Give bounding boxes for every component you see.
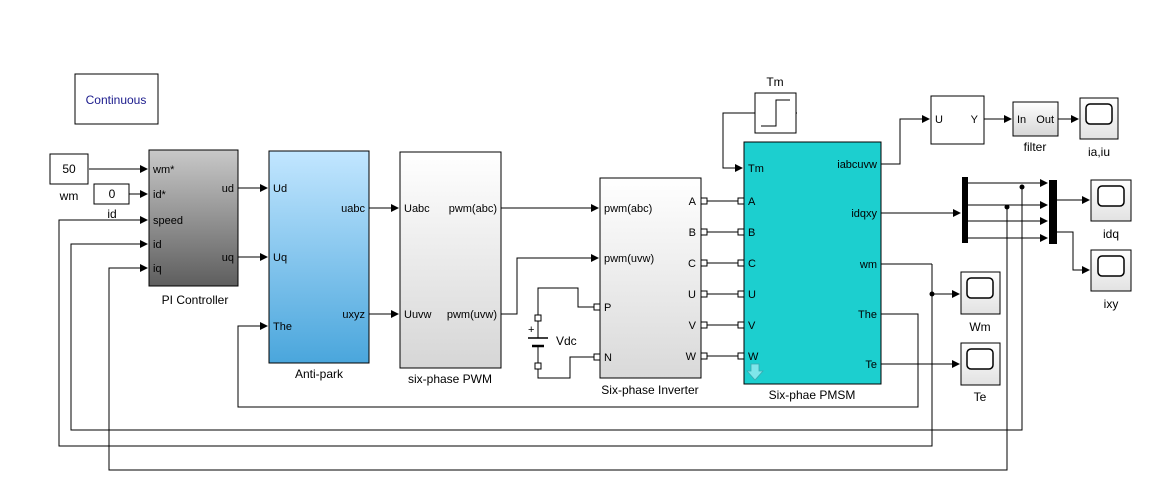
wire-speed-feedback[interactable] — [58, 216, 933, 447]
wire-iabcuvw[interactable] — [881, 115, 930, 165]
antipark-port-ud: Ud — [273, 183, 287, 195]
inverter-port-b: B — [689, 227, 696, 239]
pmsm-port-v: V — [748, 320, 756, 332]
wire-id-feedback[interactable] — [70, 187, 1023, 431]
constant-id-value: 0 — [109, 187, 116, 201]
scope-te[interactable]: Te — [960, 342, 1001, 404]
dc-source-block[interactable]: + Vdc — [528, 314, 577, 370]
filter-port-out: Out — [1036, 114, 1054, 126]
antipark-port-the: The — [273, 321, 292, 333]
pmsm-port-tm: Tm — [748, 163, 764, 175]
scope-ia-iu-label: ia,iu — [1088, 145, 1110, 159]
pi-port-wm-ref: wm* — [152, 164, 175, 176]
wire-mux-ixy[interactable] — [1057, 231, 1090, 274]
pwm-port-pwm-uvw: pwm(uvw) — [447, 309, 497, 321]
dc-source-label: Vdc — [556, 334, 577, 348]
dc-plus-sign: + — [528, 324, 534, 336]
wire-pwm-uvw[interactable] — [501, 254, 599, 315]
pmsm-port-the: The — [858, 309, 877, 321]
inverter-port-u: U — [688, 289, 696, 301]
inverter-port-pwm-uvw: pwm(uvw) — [604, 253, 654, 265]
constant-wm-block[interactable]: 50 wm — [49, 153, 89, 203]
inverter-title: Six-phase Inverter — [601, 383, 698, 397]
pmsm-connection-ports — [737, 197, 745, 360]
pi-port-iq: iq — [153, 263, 162, 275]
pwm-block[interactable]: Uabc Uuvw pwm(abc) pwm(uvw) six-phase PW… — [399, 151, 502, 386]
filter-title: filter — [1024, 140, 1047, 154]
pmsm-port-c: C — [748, 258, 756, 270]
pmsm-port-b: B — [748, 227, 755, 239]
anti-park-block[interactable]: Ud Uq The uabc uxyz Anti-park — [268, 150, 370, 381]
constant-id-label: id — [107, 207, 116, 221]
inverter-block[interactable]: pwm(abc) pwm(uvw) P N A B C U V W Six-ph… — [593, 177, 708, 397]
inverter-port-pwm-abc: pwm(abc) — [604, 203, 652, 215]
inverter-port-v: V — [689, 320, 697, 332]
selector-port-y: Y — [971, 114, 979, 126]
pi-port-uq: uq — [222, 252, 234, 264]
scope-wm-label: Wm — [969, 320, 990, 334]
pmsm-port-wm: wm — [859, 259, 877, 271]
down-arrow-icon — [746, 363, 764, 381]
scope-wm[interactable]: Wm — [960, 271, 1001, 334]
constant-wm-label: wm — [59, 189, 79, 203]
inverter-port-a: A — [689, 196, 697, 208]
selector-block[interactable]: U Y — [930, 95, 985, 145]
scope-ixy-label: ixy — [1104, 297, 1119, 311]
pi-port-speed: speed — [153, 215, 183, 227]
pi-controller-title: PI Controller — [162, 293, 229, 307]
pwm-port-pwm-abc: pwm(abc) — [449, 203, 497, 215]
scope-ia-iu[interactable]: ia,iu — [1079, 97, 1119, 159]
phase-wires[interactable] — [707, 200, 739, 357]
pi-controller-block[interactable]: wm* id* speed id iq ud uq PI Controller — [148, 149, 239, 307]
inverter-port-n: N — [604, 352, 612, 364]
pi-port-id-ref: id* — [153, 189, 167, 201]
inverter-connection-ports — [700, 197, 708, 360]
filter-port-in: In — [1017, 114, 1026, 126]
inverter-port-w: W — [686, 351, 697, 363]
pi-port-ud: ud — [222, 183, 234, 195]
wire-iq-feedback[interactable] — [108, 207, 1008, 471]
scope-te-label: Te — [974, 390, 987, 404]
scope-idq[interactable]: idq — [1090, 179, 1132, 241]
inverter-port-p: P — [604, 302, 611, 314]
filter-block[interactable]: In Out filter — [1012, 101, 1059, 154]
pmsm-port-idqxy: idqxy — [851, 208, 877, 220]
wire-theta-feedback[interactable] — [237, 313, 919, 408]
pmsm-port-u: U — [748, 289, 756, 301]
scope-ixy[interactable]: ixy — [1090, 249, 1132, 311]
pwm-port-uuvw: Uuvw — [404, 309, 432, 321]
pmsm-port-te: Te — [865, 359, 877, 371]
pmsm-title: Six-phae PMSM — [769, 388, 856, 402]
signal-wires — [58, 112, 1090, 471]
tm-step-block[interactable]: Tm — [754, 75, 797, 134]
scope-idq-label: idq — [1103, 227, 1119, 241]
constant-id-block[interactable]: 0 id — [93, 183, 130, 221]
pwm-title: six-phase PWM — [408, 372, 492, 386]
pwm-port-uabc: Uabc — [404, 203, 430, 215]
pmsm-port-w: W — [748, 351, 759, 363]
antipark-port-uabc: uabc — [341, 203, 365, 215]
demux-block[interactable] — [962, 177, 968, 243]
anti-park-title: Anti-park — [295, 367, 344, 381]
mux-block[interactable] — [1049, 180, 1057, 244]
wire-dc-n[interactable] — [537, 356, 594, 379]
wire-dc-p[interactable] — [537, 287, 594, 318]
pmsm-block[interactable]: Tm A B C U V W iabcuvw idqxy wm The Te S… — [737, 141, 882, 402]
powergui-label: Continuous — [86, 93, 147, 107]
selector-port-u: U — [935, 114, 943, 126]
pmsm-port-iabcuvw: iabcuvw — [837, 159, 877, 171]
pmsm-port-a: A — [748, 196, 756, 208]
inverter-port-c: C — [688, 258, 696, 270]
constant-wm-value: 50 — [62, 162, 76, 176]
pi-port-id: id — [153, 239, 162, 251]
powergui-block[interactable]: Continuous — [74, 73, 159, 125]
antipark-port-uxyz: uxyz — [342, 309, 365, 321]
tm-step-label: Tm — [766, 75, 783, 89]
antipark-port-uq: Uq — [273, 252, 287, 264]
